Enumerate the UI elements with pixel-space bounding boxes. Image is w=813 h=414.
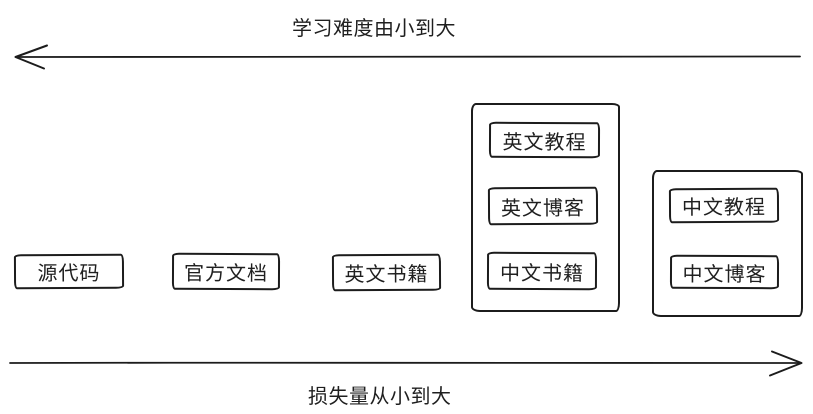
box-chinese-blogs: 中文博客 <box>669 254 780 290</box>
box-source-code-label: 源代码 <box>37 262 101 286</box>
box-english-blogs-label: 英文博客 <box>500 197 586 220</box>
box-english-blogs: 英文博客 <box>487 186 599 226</box>
loss-axis-label: 损失量从小到大 <box>308 386 452 408</box>
box-source-code: 源代码 <box>13 253 125 290</box>
left-arrow <box>14 44 801 70</box>
box-official-docs: 官方文档 <box>171 252 281 291</box>
difficulty-axis-label: 学习难度由小到大 <box>292 18 456 40</box>
box-chinese-books-label: 中文书籍 <box>499 262 585 285</box>
box-chinese-blogs-label: 中文博客 <box>682 263 767 286</box>
right-arrow <box>9 350 803 377</box>
box-english-books: 英文书籍 <box>331 253 442 292</box>
box-official-docs-label: 官方文档 <box>183 262 269 286</box>
box-chinese-tutorials: 中文教程 <box>668 187 780 224</box>
box-english-tutorials: 英文教程 <box>488 121 601 159</box>
box-chinese-books: 中文书籍 <box>486 251 598 291</box>
box-english-tutorials-label: 英文教程 <box>502 131 587 154</box>
box-english-books-label: 英文书籍 <box>344 263 429 287</box>
box-chinese-tutorials-label: 中文教程 <box>681 196 767 220</box>
